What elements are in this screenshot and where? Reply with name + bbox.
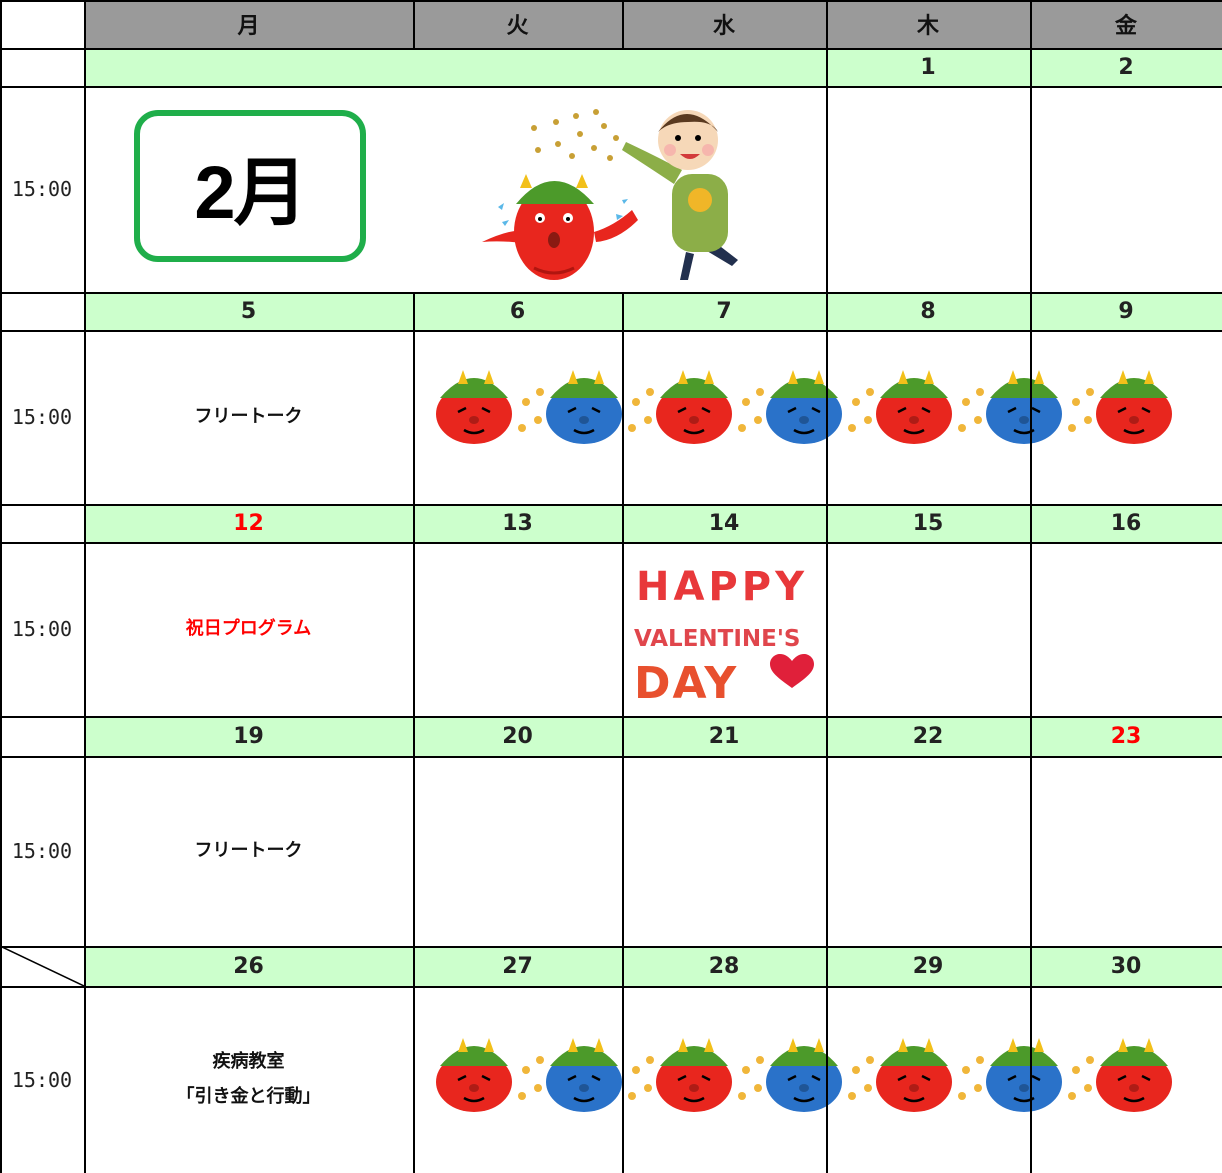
- weekday-thu: 木: [826, 0, 1030, 48]
- date-cell: 16: [1030, 504, 1222, 542]
- date-cell-holiday: 23: [1030, 716, 1222, 756]
- time-label: 15:00: [11, 617, 73, 641]
- date-cell: 20: [413, 716, 622, 756]
- red-oni-icon: [656, 370, 732, 444]
- date-cell: 21: [622, 716, 826, 756]
- date-cell: 30: [1030, 946, 1222, 986]
- date-cell: 8: [826, 292, 1030, 330]
- date-cell: 28: [622, 946, 826, 986]
- date-cell: 14: [622, 504, 826, 542]
- heart-icon: [770, 654, 814, 688]
- weekday-mon: 月: [84, 0, 413, 48]
- red-oni-icon: [482, 174, 638, 280]
- valentine-line1: HAPPY: [636, 564, 808, 610]
- blue-oni-icon: [986, 370, 1062, 444]
- oni-strip: [436, 370, 1172, 444]
- date-cell: 15: [826, 504, 1030, 542]
- time-label: 15:00: [11, 1067, 73, 1092]
- blue-oni-icon: [766, 370, 842, 444]
- date-cell-empty: [84, 48, 826, 86]
- oni-strip: [436, 1038, 1172, 1112]
- valentine-line3: DAY: [634, 658, 738, 709]
- beans-icon: [531, 109, 619, 161]
- red-oni-icon: [876, 1038, 952, 1112]
- weekday-wed: 水: [622, 0, 826, 48]
- date-cell-holiday: 12: [84, 504, 413, 542]
- month-badge: 2月: [134, 110, 366, 262]
- time-label: 15:00: [11, 177, 73, 201]
- date-label: 23: [1110, 723, 1142, 749]
- corner-cell: [0, 0, 84, 48]
- event-cell: 疾病教室 「引き金と行動」: [84, 986, 413, 1173]
- diagonal-corner: [0, 946, 84, 986]
- event-cell: フリートーク: [84, 330, 413, 504]
- date-cell: 9: [1030, 292, 1222, 330]
- blue-oni-icon: [986, 1038, 1062, 1112]
- weekday-tue: 火: [413, 0, 622, 48]
- date-cell: 5: [84, 292, 413, 330]
- event-cell: フリートーク: [84, 756, 413, 946]
- event-label: フリートーク: [194, 839, 303, 861]
- date-cell: 19: [84, 716, 413, 756]
- boy-icon: [622, 110, 738, 280]
- event-label-line2: 「引き金と行動」: [176, 1085, 321, 1107]
- event-cell: 祝日プログラム: [84, 542, 413, 716]
- red-oni-icon: [656, 1038, 732, 1112]
- valentine-illustration: HAPPY VALENTINE'S DAY: [634, 564, 814, 709]
- red-oni-icon: [436, 370, 512, 444]
- blue-oni-icon: [546, 370, 622, 444]
- event-label: フリートーク: [194, 405, 303, 427]
- weekday-fri: 金: [1030, 0, 1222, 48]
- time-label: 15:00: [11, 405, 73, 429]
- red-oni-icon: [1096, 1038, 1172, 1112]
- date-cell: 1: [826, 48, 1030, 86]
- date-cell: 7: [622, 292, 826, 330]
- blue-oni-icon: [546, 1038, 622, 1112]
- date-cell: 22: [826, 716, 1030, 756]
- date-cell: 27: [413, 946, 622, 986]
- date-cell: 29: [826, 946, 1030, 986]
- date-cell: 13: [413, 504, 622, 542]
- event-label-line1: 疾病教室: [212, 1051, 285, 1073]
- date-cell: 6: [413, 292, 622, 330]
- blue-oni-icon: [766, 1038, 842, 1112]
- red-oni-icon: [876, 370, 952, 444]
- valentine-line2: VALENTINE'S: [634, 626, 800, 652]
- date-cell: 2: [1030, 48, 1222, 86]
- setsubun-illustration: [482, 109, 738, 280]
- red-oni-icon: [1096, 370, 1172, 444]
- time-label: 15:00: [11, 839, 73, 863]
- date-label: 12: [233, 510, 264, 536]
- event-label-holiday: 祝日プログラム: [185, 617, 312, 639]
- red-oni-icon: [436, 1038, 512, 1112]
- month-label: 2月: [194, 150, 307, 234]
- date-cell: 26: [84, 946, 413, 986]
